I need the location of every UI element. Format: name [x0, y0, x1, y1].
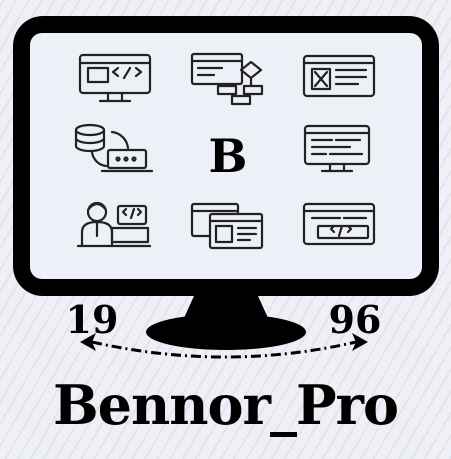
web-code-icon [78, 53, 152, 103]
developer-icon [76, 201, 152, 248]
year-left: 19 [66, 297, 119, 342]
browser-layout-icon [302, 54, 376, 98]
center-letter: B [209, 129, 248, 183]
code-monitor-icon [303, 124, 371, 173]
workflow-icon [190, 52, 264, 106]
year-arrow [80, 333, 368, 359]
year-right: 96 [329, 297, 382, 342]
database-sync-icon [74, 123, 154, 173]
code-window-icon [302, 202, 376, 246]
window-stack-icon [190, 202, 264, 250]
brand-name: Bennor_Pro [52, 373, 399, 437]
